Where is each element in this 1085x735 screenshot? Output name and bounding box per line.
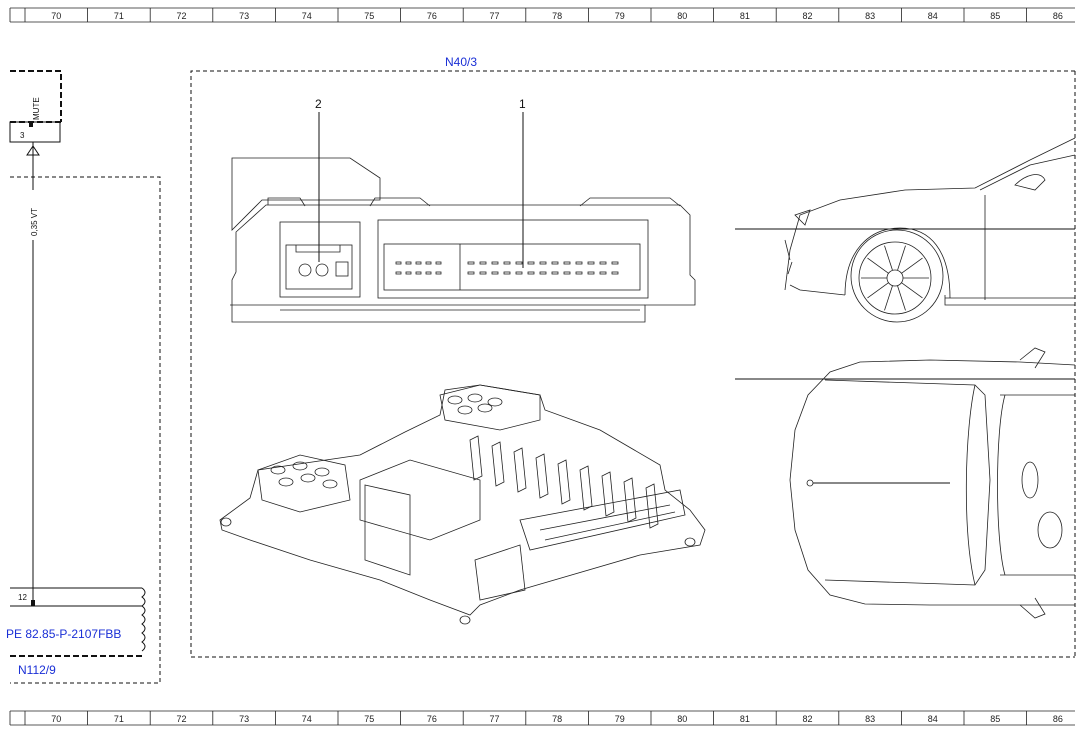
bottom-ruler-column-76: 76 <box>427 714 437 724</box>
bottom-ruler-column-72: 72 <box>176 714 186 724</box>
mute-connector: MUTE 3 <box>9 97 61 156</box>
bottom-ruler-column-85: 85 <box>990 714 1000 724</box>
top-ruler-column-85: 85 <box>990 11 1000 21</box>
bottom-ruler-column-82: 82 <box>802 714 812 724</box>
top-ruler-column-83: 83 <box>865 11 875 21</box>
bottom-ruler-column-77: 77 <box>489 714 499 724</box>
top-ruler-column-70: 70 <box>51 11 61 21</box>
top-ruler-column-78: 78 <box>552 11 562 21</box>
n40-3-label: N40/3 <box>445 55 477 69</box>
top-ruler-column-72: 72 <box>176 11 186 21</box>
top-ruler-column-80: 80 <box>677 11 687 21</box>
pin-3-label: 3 <box>20 131 25 140</box>
callout-2: 2 <box>315 97 322 111</box>
bottom-ruler-column-78: 78 <box>552 714 562 724</box>
bottom-ruler-column-86: 86 <box>1053 714 1063 724</box>
mute-label: MUTE <box>32 97 41 120</box>
top-ruler-column-75: 75 <box>364 11 374 21</box>
top-ruler-column-81: 81 <box>740 11 750 21</box>
control-unit-iso-view <box>219 384 706 625</box>
wire-spec-label: 0,35 VT <box>30 208 39 236</box>
bottom-ruler-column-74: 74 <box>302 714 312 724</box>
n40-3-frame <box>190 70 1076 658</box>
part-reference: PE 82.85-P-2107FBB <box>6 627 121 641</box>
top-ruler-column-73: 73 <box>239 11 249 21</box>
bottom-ruler-column-75: 75 <box>364 714 374 724</box>
top-ruler-column-79: 79 <box>615 11 625 21</box>
top-ruler-column-74: 74 <box>302 11 312 21</box>
car-side-view <box>735 137 1076 323</box>
bottom-ruler-column-79: 79 <box>615 714 625 724</box>
pin-12-label: 12 <box>18 593 27 602</box>
bottom-ruler-column-84: 84 <box>928 714 938 724</box>
bottom-ruler-column-73: 73 <box>239 714 249 724</box>
callout-1: 1 <box>519 97 526 111</box>
car-top-view <box>735 347 1076 619</box>
bottom-ruler-column-80: 80 <box>677 714 687 724</box>
bottom-ruler-column-81: 81 <box>740 714 750 724</box>
connector-pin-12: 12 <box>10 587 146 652</box>
n112-9-label: N112/9 <box>18 663 56 677</box>
bottom-ruler-column-70: 70 <box>51 714 61 724</box>
top-ruler: 70 71 72 73 74 75 76 77 78 79 80 81 82 83 84 85 86 <box>9 7 1075 23</box>
top-ruler-column-86: 86 <box>1053 11 1063 21</box>
top-ruler-column-71: 71 <box>114 11 124 21</box>
bottom-ruler-column-71: 71 <box>114 714 124 724</box>
top-ruler-column-77: 77 <box>489 11 499 21</box>
top-ruler-column-84: 84 <box>928 11 938 21</box>
top-ruler-column-82: 82 <box>802 11 812 21</box>
wire-0-35-vt: 0,35 VT <box>30 155 39 603</box>
bottom-ruler-column-83: 83 <box>865 714 875 724</box>
top-ruler-column-76: 76 <box>427 11 437 21</box>
bottom-ruler: 70 71 72 73 74 75 76 77 78 79 80 81 82 83 84 85 86 <box>9 710 1075 726</box>
control-unit-side-view <box>230 157 696 323</box>
n112-9-frame <box>10 70 161 684</box>
